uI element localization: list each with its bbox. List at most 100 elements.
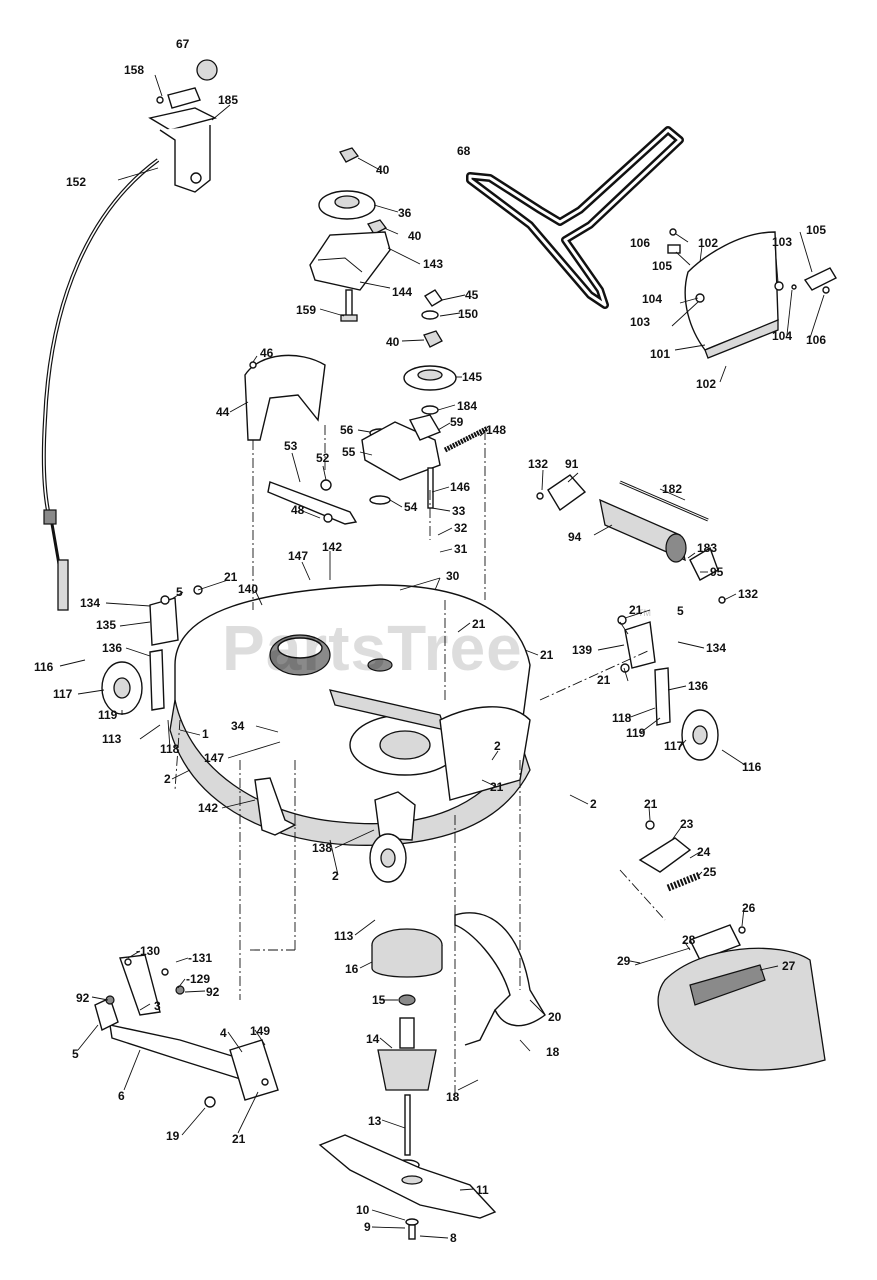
part-label-68: 68 xyxy=(457,144,471,158)
part-label-116: 116 xyxy=(34,660,54,674)
part-label-105: 105 xyxy=(652,259,672,273)
part-label-21: 21 xyxy=(224,570,238,584)
part-label-40: 40 xyxy=(376,163,390,177)
part-label-102: 102 xyxy=(698,236,718,250)
part-label-27: 27 xyxy=(782,959,796,973)
part-label-142: 142 xyxy=(322,540,342,554)
idler-arm xyxy=(361,414,490,509)
leader-lines xyxy=(59,74,825,1239)
part-label-5: 5 xyxy=(72,1047,79,1061)
part-label-48: 48 xyxy=(291,503,305,517)
part-label-14: 14 xyxy=(366,1032,380,1046)
part-label-159: 159 xyxy=(296,303,316,317)
drive-belt xyxy=(466,126,684,309)
part-label-113: 113 xyxy=(334,929,354,943)
part-label-106: 106 xyxy=(806,333,826,347)
part-label-2: 2 xyxy=(590,797,597,811)
mulch-plug xyxy=(634,924,826,1071)
part-label-20: 20 xyxy=(548,1010,562,1024)
part-labels: 67 158 185 152 40 36 40 143 144 159 45 1… xyxy=(34,37,826,1245)
part-label-132: 132 xyxy=(528,457,548,471)
part-label-21: 21 xyxy=(629,603,643,617)
part-label-113: 113 xyxy=(102,732,122,746)
part-label-33: 33 xyxy=(452,504,466,518)
part-label-2: 2 xyxy=(332,869,339,883)
link-rod xyxy=(267,479,358,525)
part-label-23: 23 xyxy=(680,817,694,831)
part-label-24: 24 xyxy=(697,845,711,859)
part-label-147: 147 xyxy=(288,549,308,563)
part-label-102: 102 xyxy=(696,377,716,391)
mulch-latch-assembly xyxy=(638,820,702,892)
part-label-132: 132 xyxy=(738,587,758,601)
part-label-40: 40 xyxy=(386,335,400,349)
part-label-59: 59 xyxy=(450,415,464,429)
part-label-94: 94 xyxy=(568,530,582,544)
baffle-20 xyxy=(454,912,546,1046)
part-label-116: 116 xyxy=(742,760,762,774)
part-label-28: 28 xyxy=(682,933,696,947)
spindle-assembly xyxy=(371,928,443,1171)
part-label-138: 138 xyxy=(312,841,332,855)
part-label-55: 55 xyxy=(342,445,356,459)
part-label-117: 117 xyxy=(664,739,684,753)
part-label-136: 136 xyxy=(102,641,122,655)
part-label-129: -129 xyxy=(186,972,210,986)
part-label-56: 56 xyxy=(340,423,354,437)
part-label-29: 29 xyxy=(617,954,631,968)
control-lever-assembly xyxy=(148,59,218,193)
part-label-118: 118 xyxy=(612,711,632,725)
part-label-18: 18 xyxy=(546,1045,560,1059)
part-label-185: 185 xyxy=(218,93,238,107)
watermark-text: PartsTree xyxy=(222,612,523,684)
part-label-40: 40 xyxy=(408,229,422,243)
part-label-183: 183 xyxy=(697,541,717,555)
part-label-106: 106 xyxy=(630,236,650,250)
part-label-32: 32 xyxy=(454,521,468,535)
part-label-9: 9 xyxy=(364,1220,371,1234)
part-label-134: 134 xyxy=(80,596,100,610)
part-label-103: 103 xyxy=(772,235,792,249)
part-label-104: 104 xyxy=(642,292,662,306)
part-label-144: 144 xyxy=(392,285,412,299)
part-label-53: 53 xyxy=(284,439,298,453)
part-label-21: 21 xyxy=(472,617,486,631)
part-label-101: 101 xyxy=(650,347,670,361)
part-label-10: 10 xyxy=(356,1203,370,1217)
part-label-1: 1 xyxy=(202,727,209,741)
control-cable xyxy=(41,158,160,611)
part-label-21: 21 xyxy=(232,1132,246,1146)
part-label-95: 95 xyxy=(710,565,724,579)
part-label-145: 145 xyxy=(462,370,482,384)
part-label-103: 103 xyxy=(630,315,650,329)
right-wheel-assembly xyxy=(617,615,719,761)
part-label-130: -130 xyxy=(136,944,160,958)
part-label-21: 21 xyxy=(540,648,554,662)
part-label-31: 31 xyxy=(454,542,468,556)
part-label-3: 3 xyxy=(154,999,161,1013)
part-label-105: 105 xyxy=(806,223,826,237)
part-label-134: 134 xyxy=(706,641,726,655)
part-label-18: 18 xyxy=(446,1090,460,1104)
part-label-5: 5 xyxy=(677,604,684,618)
part-label-147: 147 xyxy=(204,751,224,765)
part-label-44: 44 xyxy=(216,405,230,419)
part-label-150: 150 xyxy=(458,307,478,321)
part-label-52: 52 xyxy=(316,451,330,465)
part-label-45: 45 xyxy=(465,288,479,302)
part-label-143: 143 xyxy=(423,257,443,271)
rear-roller xyxy=(536,474,726,604)
part-label-21: 21 xyxy=(644,797,658,811)
part-label-158: 158 xyxy=(124,63,144,77)
discharge-deflector xyxy=(667,228,837,359)
part-label-4: 4 xyxy=(220,1026,227,1040)
part-label-182: 182 xyxy=(662,482,682,496)
part-label-21: 21 xyxy=(490,780,504,794)
part-label-19: 19 xyxy=(166,1129,180,1143)
part-label-92: 92 xyxy=(206,985,220,999)
watermark-trademark: TM xyxy=(638,608,651,618)
part-label-104: 104 xyxy=(772,329,792,343)
part-label-25: 25 xyxy=(703,865,717,879)
part-label-2: 2 xyxy=(494,739,501,753)
part-label-30: 30 xyxy=(446,569,460,583)
